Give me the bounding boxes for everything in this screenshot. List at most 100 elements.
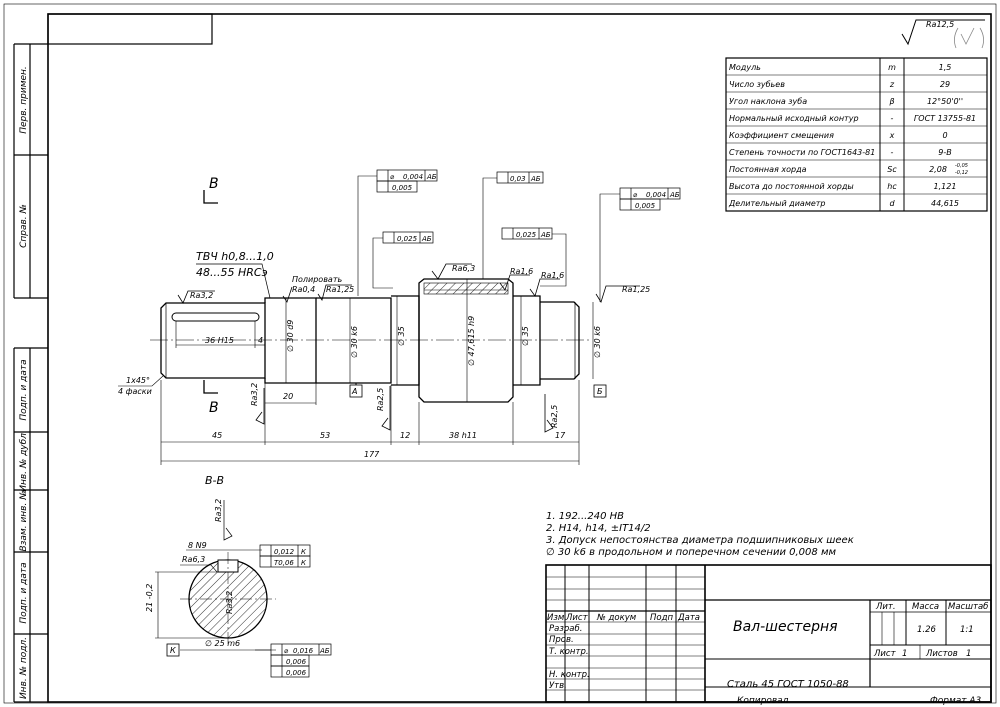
ra32-low-label: Ra3,2 [250, 383, 259, 406]
svg-text:⌀: ⌀ [284, 647, 289, 655]
heat-treat-2: 48...55 HRCэ [196, 266, 268, 279]
tb-hdr-podp: Подп [650, 613, 673, 623]
tol1-value: 0,004 [403, 173, 423, 181]
left-stamp-column [13, 43, 48, 703]
tb-sheets: 1 [966, 649, 971, 659]
tb-role-razrab: Разраб. [549, 624, 582, 634]
stamp-label-perv: Перв. примен. [19, 66, 29, 134]
ra32-left-label: Ra3,2 [190, 291, 213, 300]
tb-mass: 1.26 [917, 625, 937, 635]
param-value: 1,5 [939, 63, 952, 72]
dim-d30k6-b: ∅ 30 k6 [593, 326, 602, 358]
chamfer-count: 4 фаски [118, 387, 152, 396]
outer-frame [3, 3, 997, 704]
section-tol-d: 0,006 [286, 658, 307, 666]
param-name: Высота до постоянной хорды [729, 182, 854, 191]
tol5-value: 0,004 [646, 191, 666, 199]
copied-label: Копировал [737, 696, 789, 706]
section-ra63: Ra6,3 [182, 555, 205, 564]
dim-38: 38 h11 [449, 431, 477, 440]
keyway-slot [171, 312, 260, 322]
section-tol-a-ref: К [301, 548, 307, 556]
param-symbol: m [888, 63, 896, 72]
tb-hdr-doc: № докум [596, 613, 637, 623]
param-symbol: - [891, 148, 894, 157]
param-value: 29 [940, 80, 950, 89]
dim-12: 12 [400, 431, 410, 440]
param-symbol: z [889, 80, 895, 89]
note-1: 1. 192...240 НВ [546, 511, 624, 522]
format-label: Формат А3 [930, 696, 982, 706]
dim-177: 177 [364, 450, 380, 459]
param-name: Число зубьев [729, 80, 785, 89]
tb-role-utv: Утв. [549, 681, 567, 691]
tol1-symbol: ⌀ [390, 173, 395, 181]
section-title: В-В [205, 474, 224, 487]
dim-key-offset: 4 [258, 336, 263, 345]
param-value: 44,615 [931, 199, 959, 208]
section-b-b: В-В Ra3,2 Ra6,3 Ra3,2 8 N9 21 -0,2 ∅ 25 … [145, 474, 332, 678]
param-name: Делительный диаметр [728, 199, 826, 208]
stamp-label-dubl: Инв. № дубл. [19, 430, 29, 492]
ra04-label: Ra0,4 [292, 285, 315, 294]
dim-53: 53 [320, 431, 330, 440]
param-value: 12°50'0'' [927, 97, 963, 106]
param-tol-upper: -0,05 [955, 163, 968, 169]
dim-17: 17 [555, 431, 566, 440]
param-value: ГОСТ 13755-81 [914, 114, 976, 123]
param-symbol: Sc [887, 165, 897, 174]
section-tol-e: 0,006 [286, 669, 307, 677]
param-value: 2,08 [929, 165, 947, 174]
general-roughness-label: Ra12,5 [926, 20, 954, 29]
section-diameter: ∅ 25 m6 [205, 639, 240, 648]
ra16-a-label: Ra1,6 [510, 267, 533, 276]
param-symbol: - [891, 114, 894, 123]
section-width: 8 N9 [188, 541, 207, 550]
title-block: Изм. Лист № докум Подп Дата Разраб. Пров… [545, 564, 992, 703]
tol-frame-5: ⌀ 0,004 АБ 0,005 [599, 187, 681, 302]
tol2-ref: АБ [421, 235, 432, 243]
stamp-label-podp2: Подп. и дата [19, 562, 29, 623]
param-tol-lower: -0,12 [955, 170, 968, 176]
tol3-ref: АБ [530, 175, 541, 183]
param-name: Угол наклона зуба [729, 97, 807, 106]
dim-d35-b: ∅ 35 [521, 326, 530, 346]
datum-a: А [351, 387, 357, 396]
section-tol-c: 0,016 [293, 647, 314, 655]
tb-sheets-label: Листов [925, 649, 958, 659]
tb-scale-label: Масштаб [948, 602, 988, 612]
tb-role-prov: Пров. [549, 635, 574, 645]
tol3-value: 0,03 [510, 175, 526, 183]
gear-teeth-hatch [423, 282, 509, 295]
datum-b: Б [597, 387, 603, 396]
param-name: Модуль [729, 63, 761, 72]
tb-hdr-izm: Изм. [547, 613, 567, 623]
tol5b-value: 0,005 [635, 202, 656, 210]
stamp-label-sprav: Справ. № [19, 204, 29, 248]
tol4-ref: АБ [540, 231, 551, 239]
general-roughness-mark: Ra12,5 [901, 19, 985, 49]
dim-45: 45 [212, 431, 222, 440]
param-value: 9-B [938, 148, 951, 157]
tb-role-nkontr: Н. контр. [549, 670, 590, 680]
stamp-label-podl: Инв. № подл. [19, 637, 29, 699]
tol-frame-1: ⌀ 0,004 АБ 0,005 [357, 169, 438, 296]
param-value: 0 [942, 131, 947, 140]
tol1b-value: 0,005 [392, 184, 413, 192]
tol5-ref: АБ [669, 191, 680, 199]
view-letter-bottom: В [209, 400, 219, 416]
tb-mass-label: Масса [912, 602, 939, 612]
tb-lit-label: Лит. [875, 602, 896, 612]
note-3b: ∅ 30 k6 в продольном и поперечном сечени… [546, 547, 836, 558]
section-tol-a: 0,012 [274, 548, 295, 556]
tol-frame-3: 0,03 АБ [482, 171, 544, 279]
tol5-symbol: ⌀ [633, 191, 638, 199]
left-stamp-labels: Перв. примен. Справ. № Подп. и дата Инв.… [19, 66, 29, 699]
tb-hdr-date: Дата [677, 613, 700, 623]
dim-d47: ∅ 47,615 h9 [467, 316, 476, 366]
param-symbol: d [889, 199, 895, 208]
ra16-b-label: Ra1,6 [541, 271, 564, 280]
param-name: Степень точности по ГОСТ1643-81 [729, 148, 875, 157]
